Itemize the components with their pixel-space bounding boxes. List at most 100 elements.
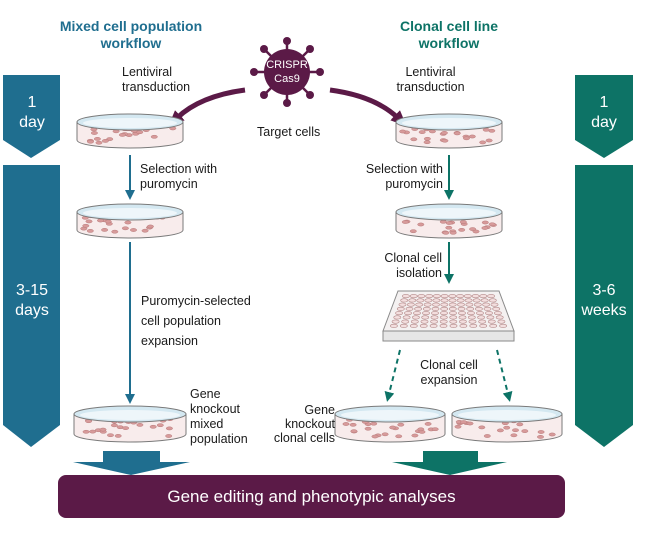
- well: [421, 315, 430, 320]
- well: [478, 319, 487, 324]
- well: [489, 323, 498, 328]
- cell-mark: [114, 434, 122, 438]
- well: [410, 319, 419, 324]
- well: [439, 315, 448, 320]
- well: [420, 319, 429, 324]
- cell-mark: [104, 219, 112, 224]
- well: [449, 315, 458, 320]
- right-workflow-title: Clonal cell line workflow: [374, 18, 524, 52]
- well: [449, 319, 458, 324]
- well: [465, 302, 474, 307]
- arrow-right-dashed-left: [384, 349, 401, 402]
- left-result-line3: mixed: [190, 417, 224, 431]
- cell-mark: [350, 429, 358, 434]
- duration-right-1-line2: day: [591, 114, 617, 131]
- cell-mark: [521, 429, 529, 433]
- cell-mark: [395, 434, 403, 439]
- left-result-line1: Gene: [190, 387, 221, 401]
- transduction-arrow-left: [168, 87, 246, 127]
- well: [458, 311, 466, 316]
- well: [422, 311, 430, 316]
- left-step2-line1: Selection with: [140, 162, 218, 176]
- well: [389, 323, 398, 328]
- well: [430, 315, 439, 320]
- left-title-line2: workflow: [100, 35, 162, 51]
- cell-mark: [454, 424, 462, 429]
- well: [472, 298, 481, 303]
- cell-mark: [537, 435, 544, 439]
- right-title-line2: workflow: [418, 35, 480, 51]
- cell-mark: [512, 428, 519, 433]
- well: [449, 323, 458, 328]
- well: [440, 306, 449, 311]
- cell-mark: [417, 427, 425, 432]
- cell-mark: [445, 225, 453, 230]
- well: [482, 302, 490, 307]
- cell-mark: [118, 133, 126, 137]
- right-step3-line2: isolation: [396, 266, 442, 280]
- well: [409, 323, 418, 328]
- well: [495, 315, 504, 320]
- cell-mark: [82, 429, 90, 434]
- well: [467, 315, 476, 320]
- duration-chevron-right-2: [575, 165, 633, 447]
- petri-dish-result-left: [73, 405, 187, 443]
- cell-mark: [107, 433, 114, 438]
- well: [409, 294, 418, 299]
- banner-arrow-left: [73, 451, 190, 475]
- left-step1-label: Lentiviral transduction: [122, 65, 190, 95]
- cell-mark: [111, 229, 119, 234]
- cell-mark: [156, 423, 164, 428]
- well: [497, 319, 506, 324]
- well: [448, 294, 457, 299]
- well: [477, 315, 485, 320]
- well: [404, 311, 412, 316]
- cell-mark: [90, 131, 98, 135]
- well: [458, 319, 467, 324]
- cell-mark: [411, 433, 419, 438]
- cell-mark: [389, 425, 397, 430]
- petri-dish-target-left: [76, 113, 184, 149]
- well: [463, 294, 472, 299]
- cell-mark: [349, 422, 357, 427]
- duration-right-1-line1: 1: [599, 94, 609, 111]
- cell-mark: [423, 136, 431, 141]
- cell-mark: [459, 220, 467, 224]
- duration-left-1-line1: 1: [27, 94, 37, 111]
- cell-mark: [460, 420, 468, 424]
- well: [483, 306, 492, 311]
- right-title-line1: Clonal cell line: [399, 18, 499, 34]
- well: [408, 298, 417, 303]
- cell-mark: [93, 137, 101, 141]
- well: [487, 294, 495, 299]
- cell-mark: [440, 131, 448, 135]
- well: [401, 294, 410, 299]
- well: [492, 306, 501, 311]
- cell-mark: [86, 229, 94, 233]
- cell-mark: [82, 223, 90, 228]
- well: [429, 323, 438, 328]
- cell-mark: [130, 228, 137, 232]
- well: [393, 315, 402, 320]
- well: [440, 298, 449, 303]
- well: [487, 319, 496, 324]
- cell-mark: [503, 425, 511, 430]
- right-result-label: Gene knockout clonal cells: [265, 403, 335, 445]
- well: [448, 306, 457, 311]
- left-result-label: Gene knockout mixed population: [190, 387, 248, 447]
- banner-arrow-right: [392, 451, 507, 475]
- cell-mark: [397, 422, 405, 427]
- cell-mark: [488, 222, 496, 227]
- well: [439, 319, 448, 324]
- cell-mark: [87, 139, 94, 144]
- well: [399, 323, 408, 328]
- cell-mark: [95, 140, 103, 145]
- analysis-banner: Gene editing and phenotypic analyses: [58, 475, 565, 518]
- well: [432, 298, 441, 303]
- well: [405, 306, 414, 311]
- cell-mark: [146, 224, 154, 229]
- well: [400, 298, 409, 303]
- well: [459, 323, 468, 328]
- well: [479, 294, 488, 299]
- cell-mark: [122, 426, 130, 430]
